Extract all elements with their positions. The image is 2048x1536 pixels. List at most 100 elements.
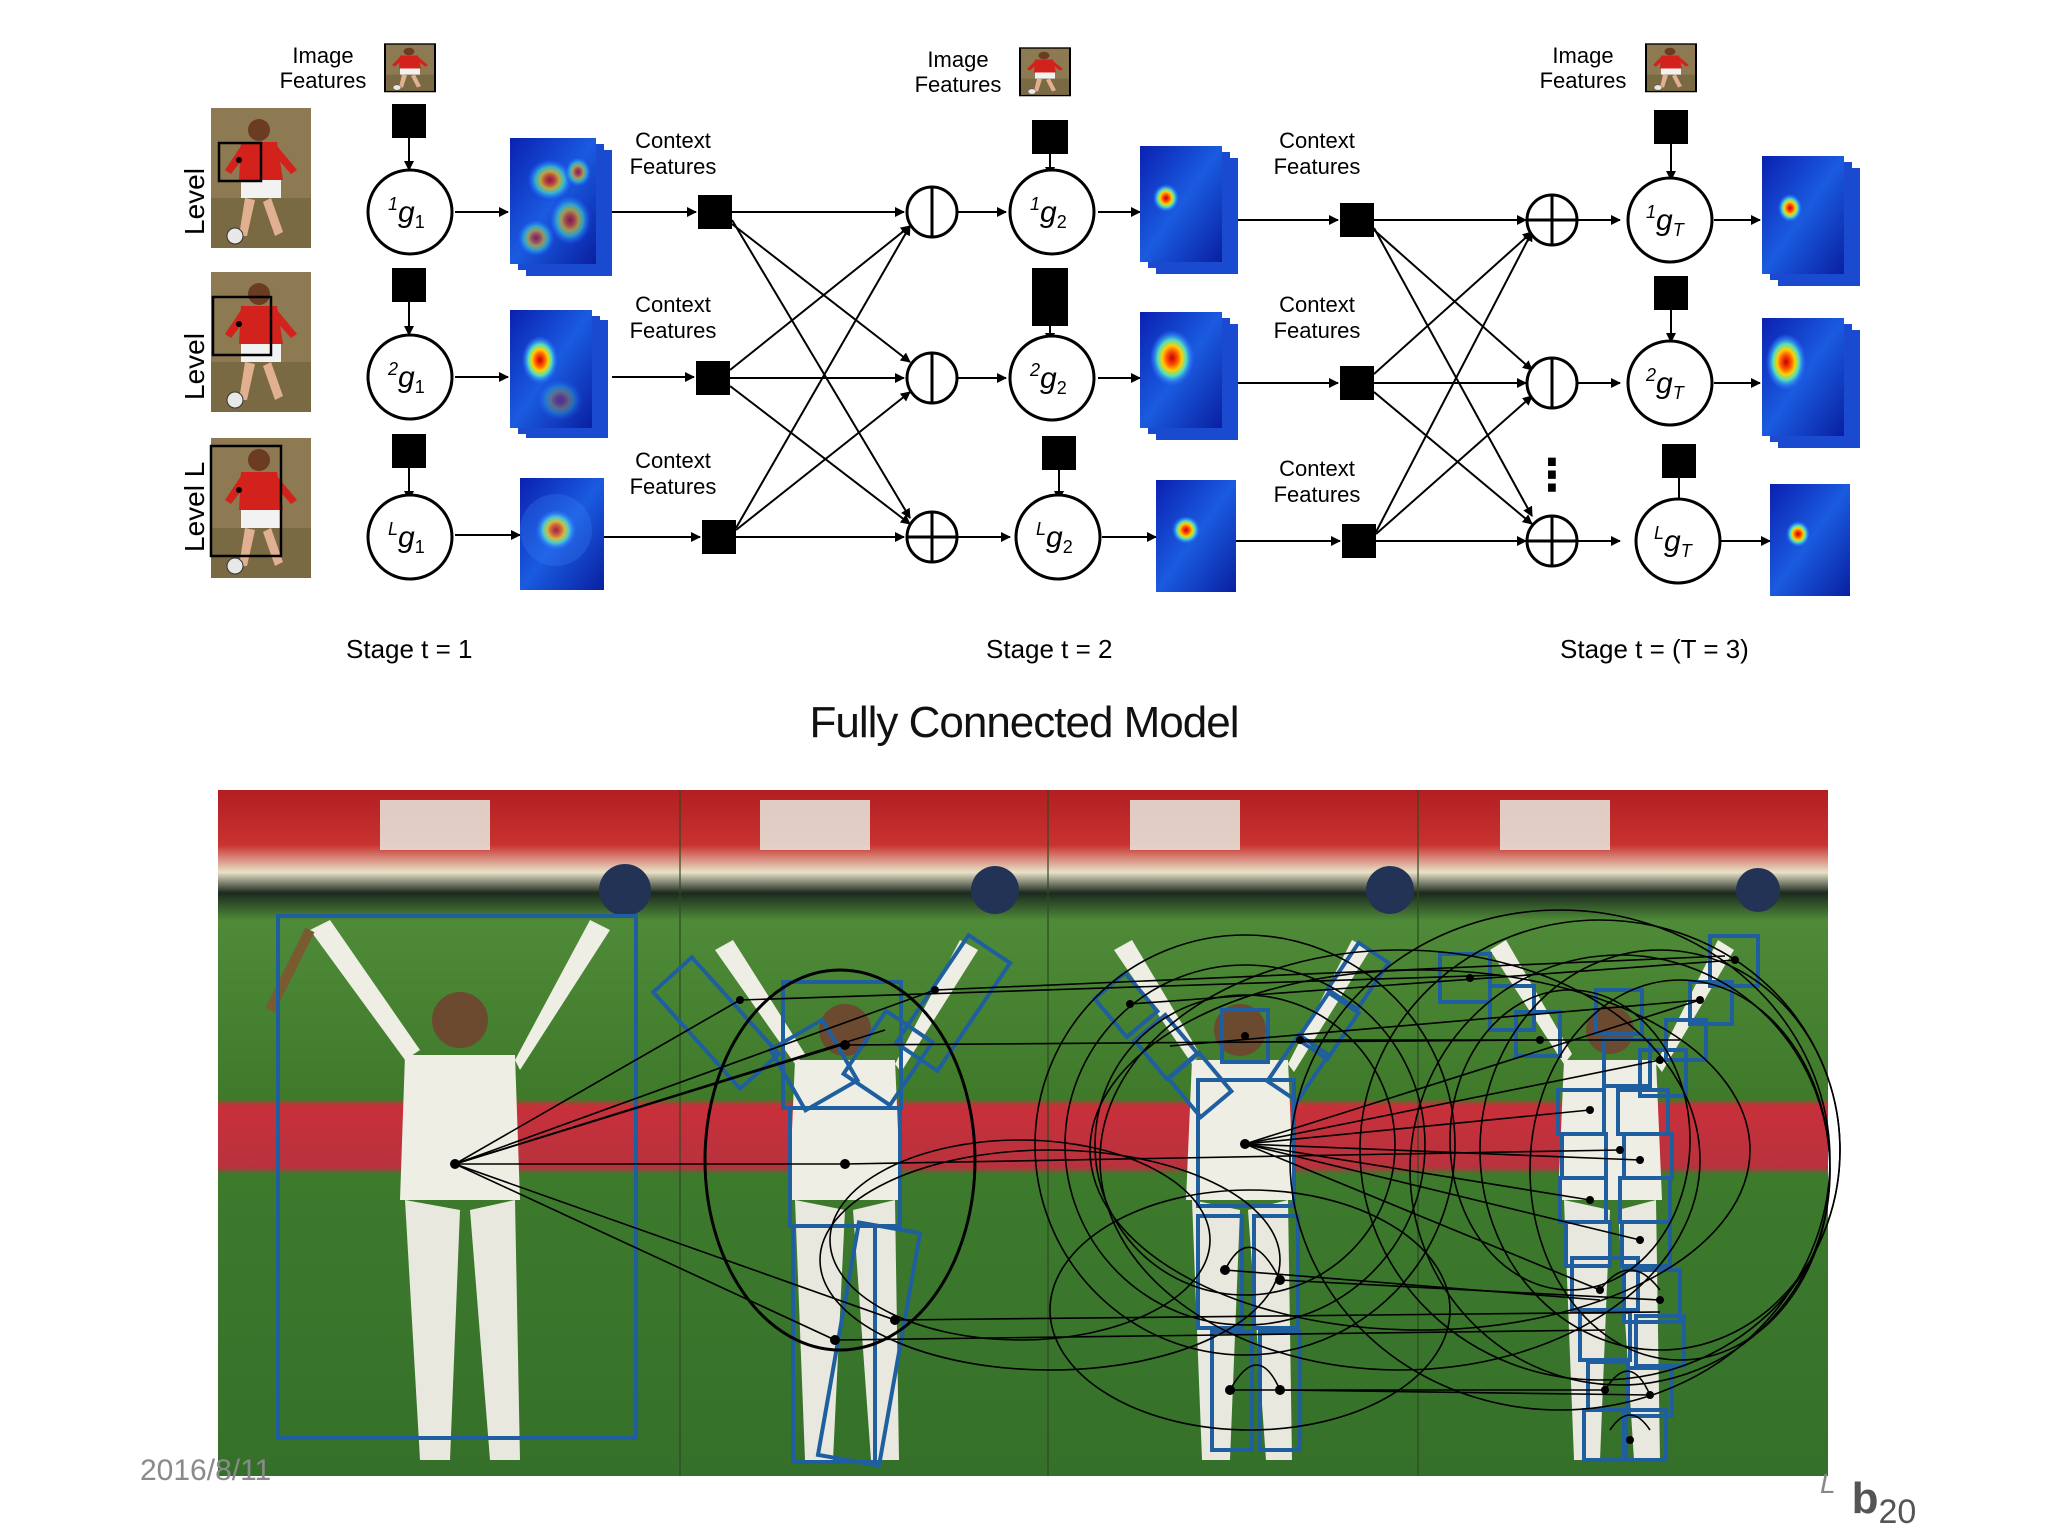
heatmap [1770,484,1850,596]
context-feature-square [1340,366,1374,400]
combiner-node-vertical [1525,356,1579,410]
context-features-label: Context [635,292,711,317]
image-feature-square [392,104,426,138]
cricket-photo-strip [218,790,1841,1476]
part-box [650,954,782,1092]
heatmap [1156,480,1236,592]
context-features-label: Context [1279,128,1355,153]
node-g-2-2 [1008,334,1096,422]
level-image-1 [210,107,312,249]
image-feature-square [1032,120,1068,154]
heatmap-stack [1762,318,1860,448]
page-number-ghost: L [1820,1468,1836,1499]
node-g-2-1 [366,333,454,421]
heatmap-stack [510,310,608,438]
image-features-thumb [384,43,436,93]
heatmap-stack [1140,146,1238,274]
context-features-label: Features [630,474,717,499]
context-features-label: Features [630,154,717,179]
image-features-label-line1: Image [292,43,353,68]
level-image-L [209,437,312,579]
combiner-node-vertical [905,351,959,405]
part-box [767,1016,861,1114]
heatmap-stack [510,138,612,276]
context-feature-square [698,195,732,229]
context-feature-square [696,361,730,395]
heatmap [520,478,604,590]
page-number-prefix: b [1851,1474,1879,1523]
feature-squares [392,104,1696,558]
ellipsis-dots: ⋮ [1530,451,1574,500]
node-label: 1g1 [388,194,425,232]
node-label: 1g2 [1030,194,1067,232]
part-box [1622,1408,1668,1462]
combiner-node-plus [1525,193,1579,247]
image-feature-square [1042,436,1076,470]
node-g-1-1 [366,168,454,256]
context-features-label: Features [1274,318,1361,343]
node-g-L-1 [366,493,454,581]
image-features-label-line2: Features [1540,68,1627,93]
part-box [1638,1048,1688,1098]
context-features-label: Context [1279,456,1355,481]
context-feature-square [702,520,736,554]
image-features-label-line1: Image [927,47,988,72]
heatmap-stack [1762,156,1860,286]
g-nodes [366,168,1722,585]
node-g-1-T [1626,176,1714,264]
node-g-1-2 [1008,168,1096,256]
node-label: 2g1 [387,359,425,397]
level-images [209,107,312,579]
stand-banners [380,800,1610,850]
level-label-L: Level L [179,462,210,552]
node-g-L-T [1634,497,1722,585]
level-image-2 [210,271,312,413]
part-box [1196,1078,1296,1208]
combiner-node-vertical [905,185,959,239]
image-feature-square [1032,268,1068,326]
context-features-label: Features [1274,154,1361,179]
connection-arrows [404,138,1771,546]
part-box [1620,1220,1672,1268]
part-box [840,1008,936,1108]
stage-label-1: Stage t = 1 [346,634,472,664]
heatmap-stack [1140,312,1238,440]
graph-edges [454,909,1841,1431]
image-features-label-line2: Features [280,68,367,93]
image-features-thumb [1645,43,1697,93]
context-features-label: Context [1279,292,1355,317]
combiner-node-plus [1525,514,1579,568]
node-g-L-2 [1014,493,1102,581]
part-box [1220,1008,1270,1064]
part-box [1626,1366,1674,1418]
image-features-label-line1: Image [1552,43,1613,68]
image-features-thumb [1019,47,1071,97]
context-features-label: Features [630,318,717,343]
node-labels: 1g1 2g1 Lg1 1g2 2g2 Lg2 1gT 2gT LgT [387,194,1694,561]
image-feature-square [1654,276,1688,310]
part-box [1294,989,1362,1063]
footer-date: 2016/8/11 [140,1454,272,1487]
page-number-value: 20 [1878,1493,1917,1531]
combiner-node-plus [905,510,959,564]
figure-title: Fully Connected Model [809,698,1239,747]
level-label-1: Level [179,168,210,235]
part-boxes [276,914,1760,1468]
combiner-nodes [905,185,1579,568]
root-part-box [276,914,638,1440]
image-feature-square [392,268,426,302]
level-label-2: Level [179,333,210,400]
stage-labels: Stage t = 1 Stage t = 2 Stage t = (T = 3… [346,634,1749,664]
stage-label-2: Stage t = 2 [986,634,1112,664]
node-g-2-T [1626,339,1714,427]
image-features-stage-2: Image Features [915,47,1071,97]
image-feature-square [392,434,426,468]
stage-label-3: Stage t = (T = 3) [1560,634,1749,664]
context-feature-square [1342,524,1376,558]
image-features-label-line2: Features [915,72,1002,97]
part-box [1210,1330,1254,1452]
node-label: 2g2 [1029,360,1067,398]
node-label: LgT [1654,523,1694,561]
image-features-stage-3: Image Features [1540,43,1697,93]
